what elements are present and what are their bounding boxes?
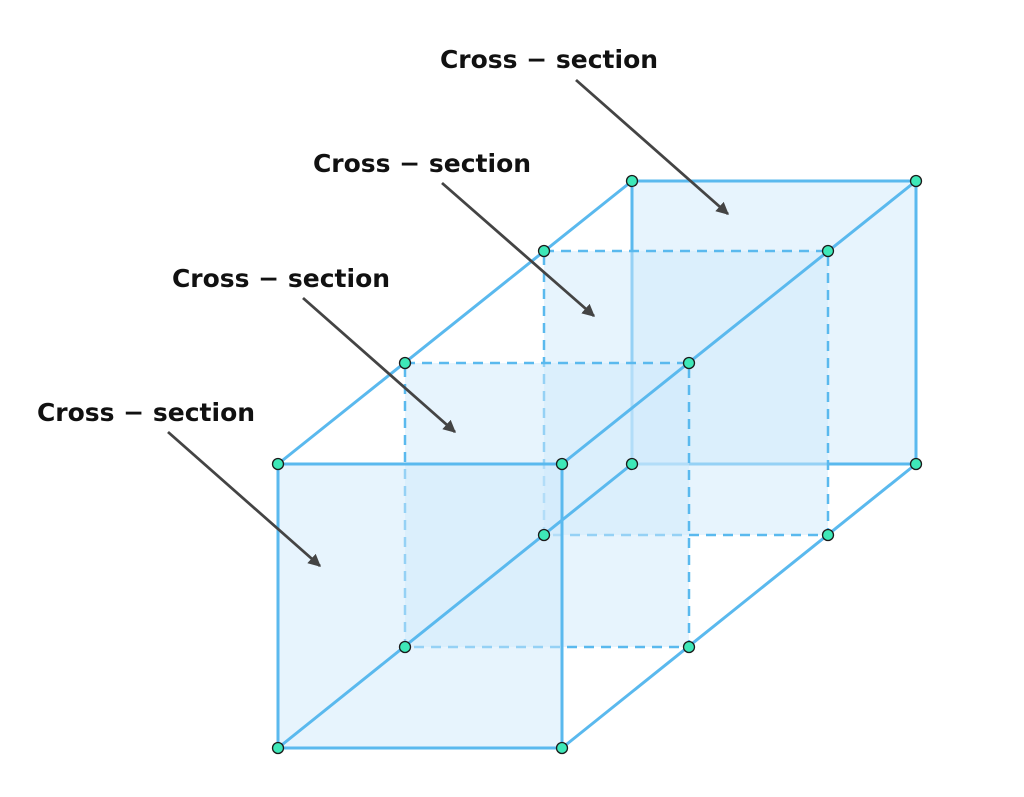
- label-back-section: Cross − section: [440, 45, 658, 74]
- label-front-section: Cross − section: [37, 398, 255, 427]
- arrow-back-section: [575, 78, 729, 216]
- vertex: [271, 741, 285, 755]
- labels: Cross − section Cross − section Cross − …: [37, 45, 658, 427]
- arrow-second-section: [302, 296, 456, 434]
- label-third-section: Cross − section: [313, 149, 531, 178]
- arrow-third-section: [441, 181, 595, 318]
- front-face: [276, 462, 564, 750]
- label-arrows: [167, 78, 729, 568]
- cross-section-front: [276, 462, 564, 750]
- vertex: [271, 457, 285, 471]
- edge-bottom-right: [561, 462, 917, 750]
- label-second-section: Cross − section: [172, 264, 390, 293]
- prism-edges: [277, 179, 917, 750]
- vertex: [555, 741, 569, 755]
- vertex: [398, 356, 412, 370]
- vertex: [625, 174, 639, 188]
- vertex: [537, 244, 551, 258]
- vertex: [909, 174, 923, 188]
- vertex: [909, 457, 923, 471]
- vertex: [398, 640, 412, 654]
- vertex: [682, 640, 696, 654]
- arrow-front-section: [167, 430, 321, 568]
- edge-top-left: [277, 179, 633, 466]
- vertex: [537, 528, 551, 542]
- edge-bottom-left: [277, 462, 633, 750]
- edge-top-right: [561, 179, 917, 466]
- vertex: [625, 457, 639, 471]
- vertices: [271, 174, 923, 755]
- vertex: [555, 457, 569, 471]
- vertex: [682, 356, 696, 370]
- vertex: [821, 528, 835, 542]
- vertex: [821, 244, 835, 258]
